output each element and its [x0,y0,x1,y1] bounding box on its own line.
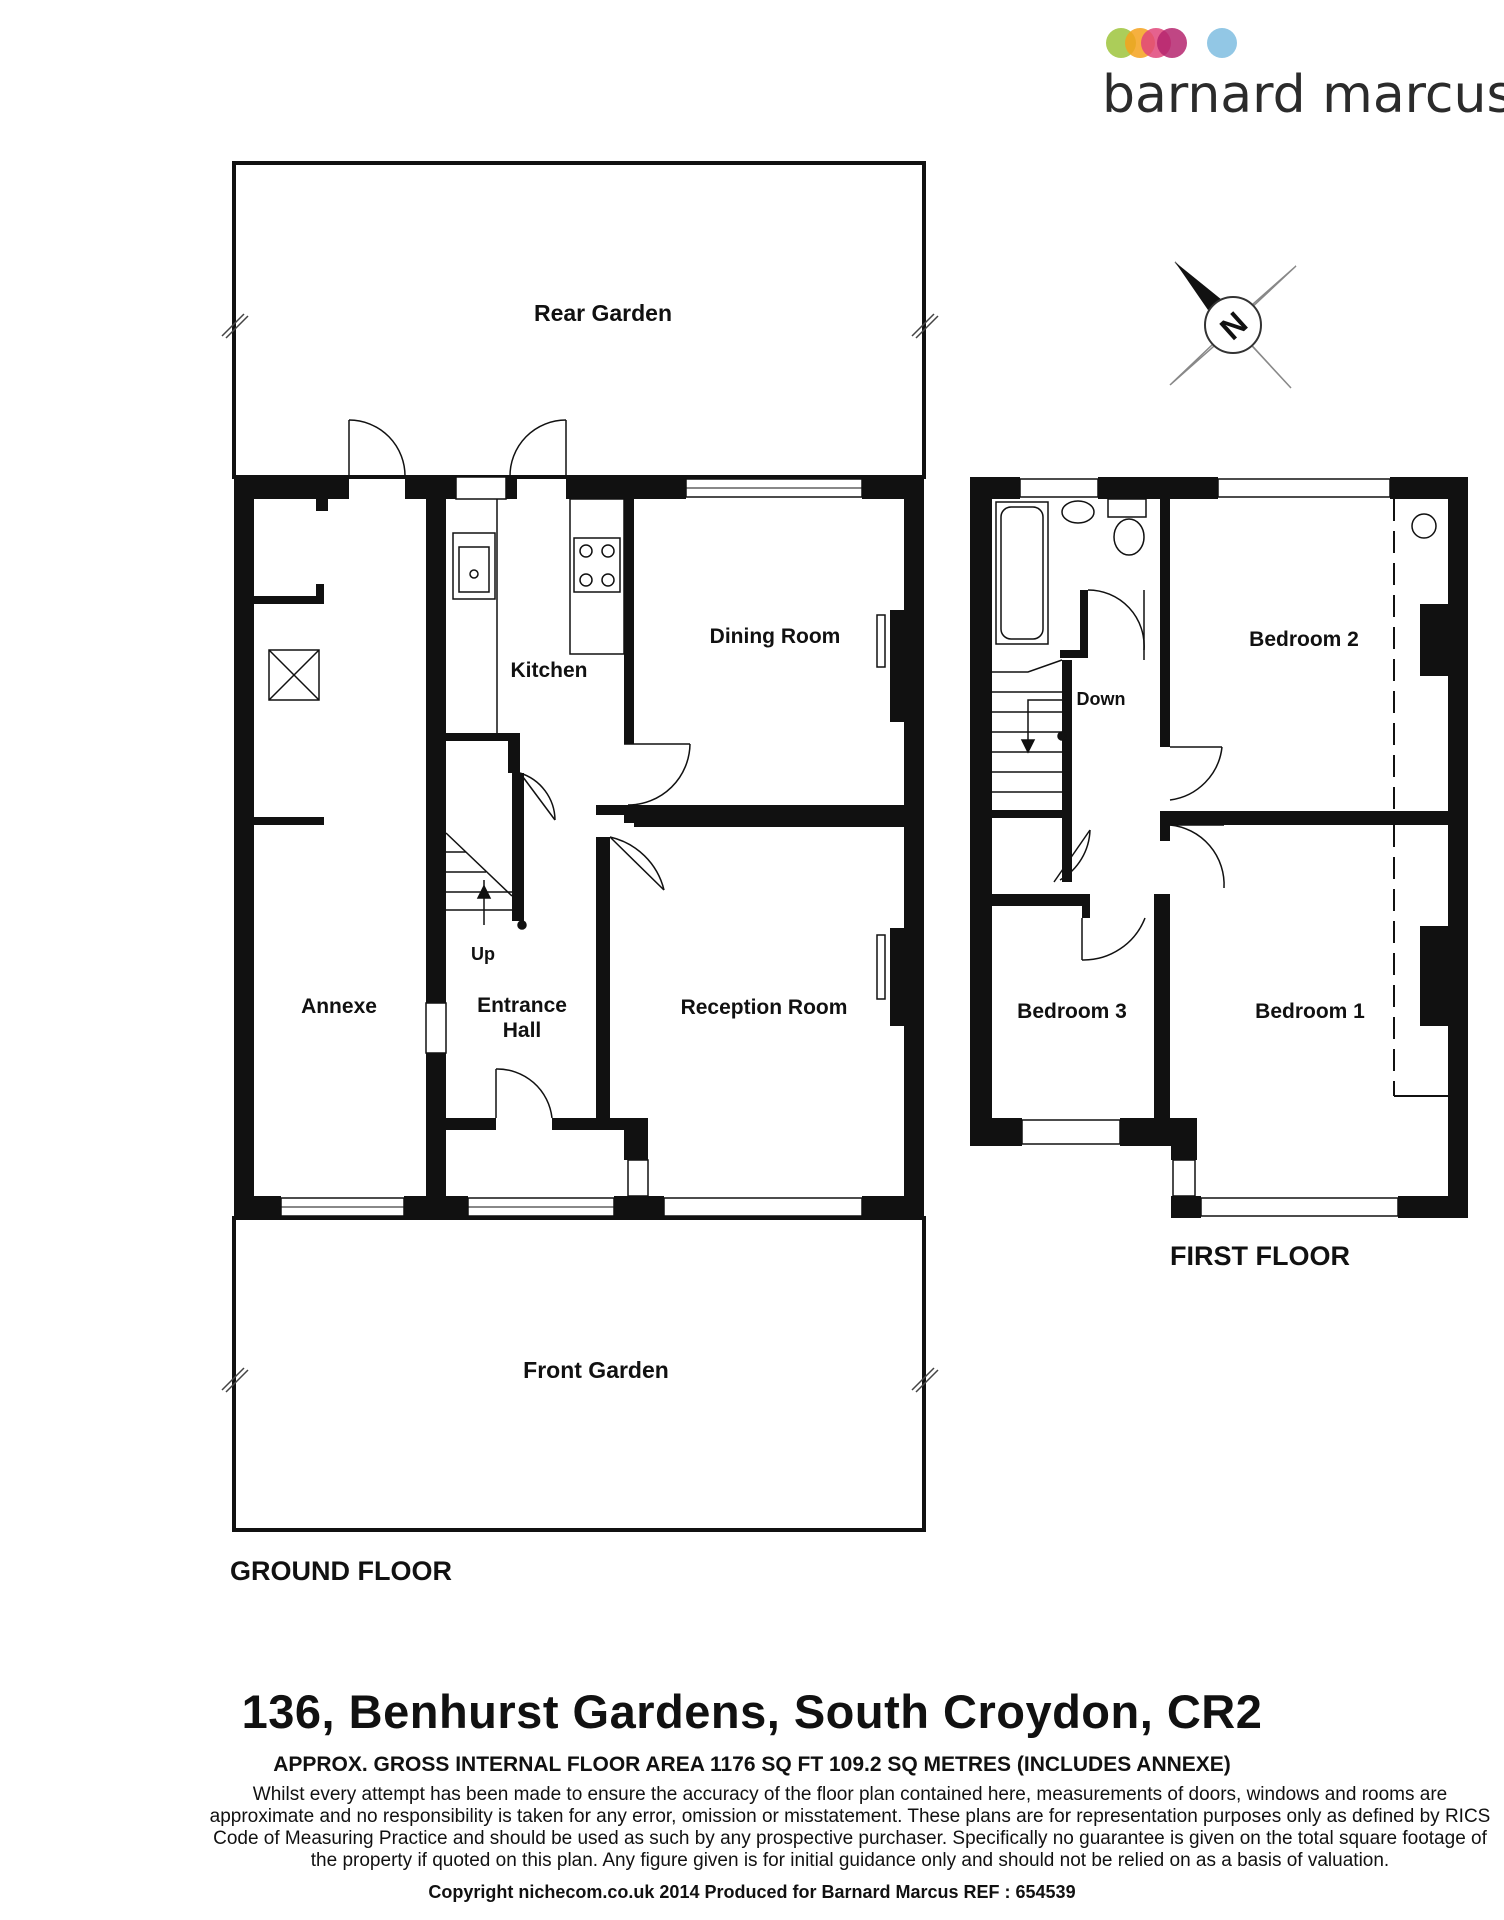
entrance-hall-label-line-1: Entrance [477,994,567,1017]
north-compass-icon: N [1169,261,1297,389]
floor-area-summary: APPROX. GROSS INTERNAL FLOOR AREA 1176 S… [273,1753,1231,1776]
bedroom-2-label: Bedroom 2 [1249,628,1359,651]
brand-logo: barnard marcus [1102,28,1504,125]
reception-room-label: Reception Room [681,996,848,1019]
entrance-hall-label-line-2: Hall [503,1019,542,1042]
dining-room-label: Dining Room [710,625,841,648]
stairs-up-label: Up [471,944,495,964]
front-garden-label: Front Garden [523,1357,669,1383]
front-garden-area [232,1216,926,1532]
annexe-label: Annexe [301,995,377,1018]
stairs-down-label: Down [1077,689,1126,709]
bedroom-1-label: Bedroom 1 [1255,1000,1365,1023]
copyright-line: Copyright nichecom.co.uk 2014 Produced f… [428,1882,1076,1902]
logo-dot-4 [1157,28,1187,58]
disclaimer-text: Whilst every attempt has been made to en… [209,1784,1491,1871]
property-address: 136, Benhurst Gardens, South Croydon, CR… [241,1685,1263,1738]
ground-floor-title: GROUND FLOOR [230,1556,452,1586]
kitchen-label: Kitchen [510,659,587,682]
logo-dot-5 [1207,28,1237,58]
ground-floor-plan: Rear Garden Front Garden Annexe Kitchen … [221,161,939,1586]
rear-garden-label: Rear Garden [534,300,672,326]
bedroom-3-label: Bedroom 3 [1017,1000,1127,1023]
first-floor-title: FIRST FLOOR [1170,1241,1350,1271]
brand-name: barnard marcus [1102,65,1504,125]
first-floor-plan: Bedroom 2 Bedroom 1 Bedroom 3 Down FIRST… [970,477,1468,1271]
